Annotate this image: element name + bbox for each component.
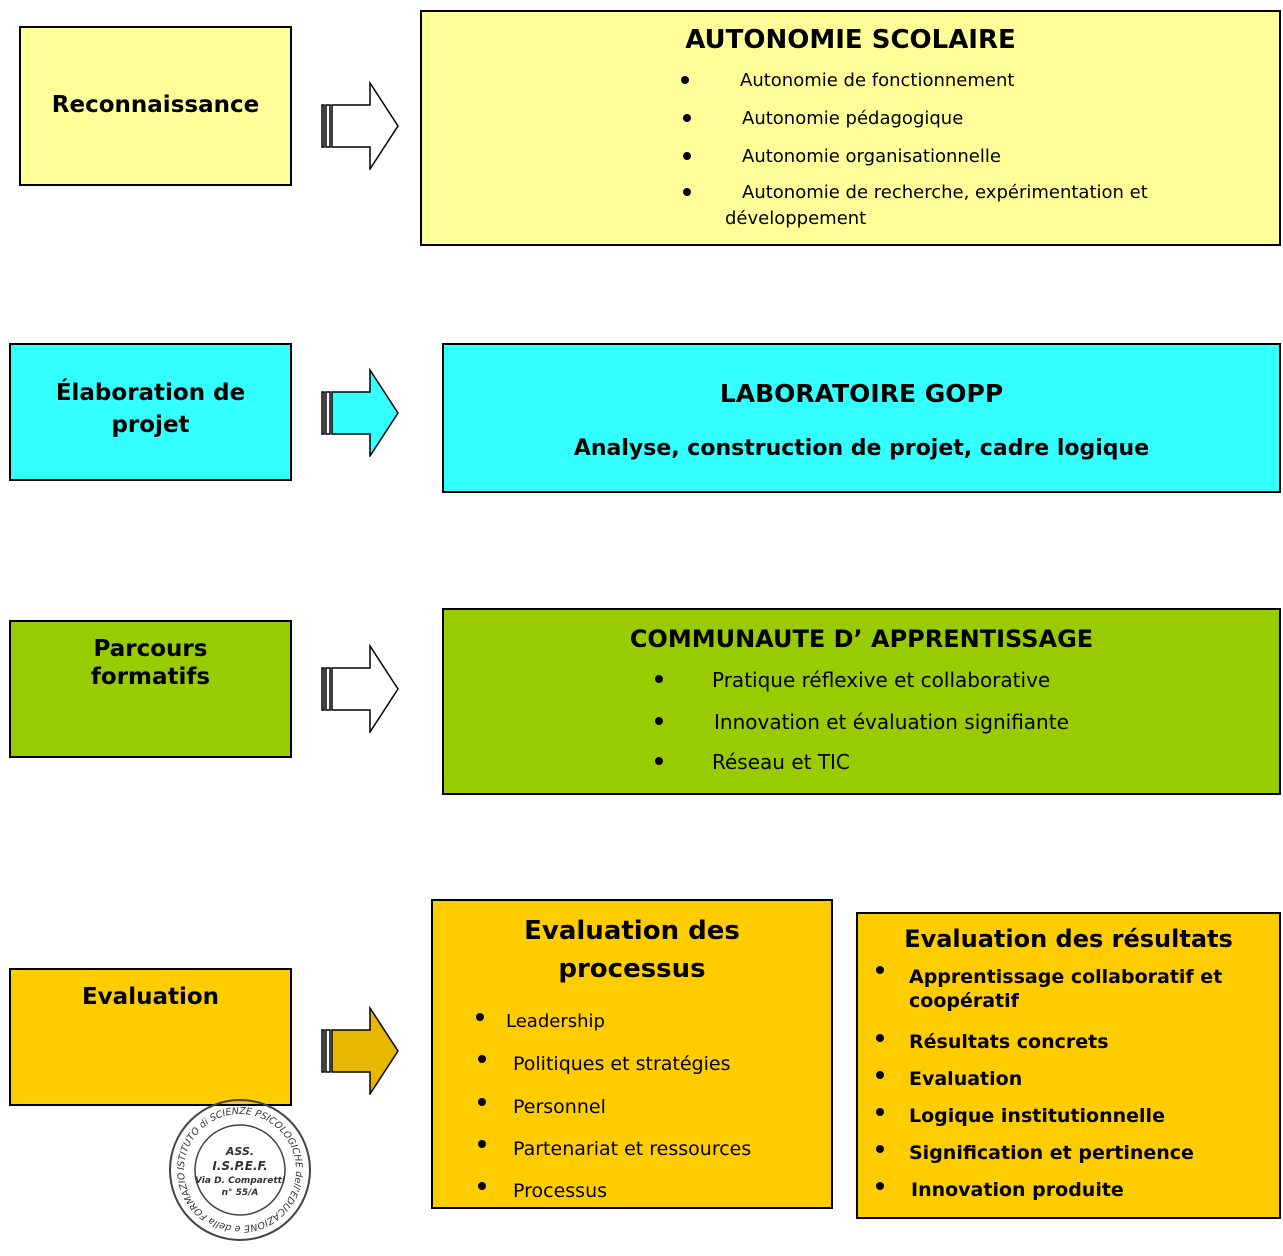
bullet-icon bbox=[655, 757, 663, 765]
left-box-parcours: Parcours formatifs bbox=[9, 620, 292, 758]
bullet-icon bbox=[876, 1145, 884, 1153]
left-box-evaluation: Evaluation bbox=[9, 968, 292, 1106]
left-box-label-line1: Parcours bbox=[93, 636, 208, 662]
left-box-reconnaissance: Reconnaissance bbox=[19, 26, 292, 186]
bullet-icon bbox=[683, 188, 691, 196]
ispef-stamp-seal: ISTITUTO di SCIENZE PSICOLOGICHE dell'ED… bbox=[165, 1095, 311, 1241]
box-title: COMMUNAUTE D’ APPRENTISSAGE bbox=[629, 625, 1094, 653]
bullet-icon bbox=[655, 675, 663, 683]
bullet-icon bbox=[876, 966, 884, 974]
right-arrow-icon bbox=[321, 80, 399, 170]
svg-text:Via D. Comparetti: Via D. Comparetti bbox=[195, 1176, 286, 1186]
evaluation-resultats-box: Evaluation des résultats Apprentissage c… bbox=[856, 912, 1281, 1219]
box-title: AUTONOMIE SCOLAIRE bbox=[685, 25, 1016, 55]
box-title: LABORATOIRE GOPP bbox=[719, 379, 1004, 408]
right-arrow-icon bbox=[321, 367, 399, 457]
evaluation-processus-box: Evaluation des processus Leadership Poli… bbox=[431, 899, 833, 1209]
left-box-label: Reconnaissance bbox=[51, 92, 260, 118]
left-box-label-line2: formatifs bbox=[90, 664, 211, 690]
communaute-apprentissage-box: COMMUNAUTE D’ APPRENTISSAGE Pratique réf… bbox=[442, 608, 1281, 795]
svg-text:n° 55/A: n° 55/A bbox=[222, 1188, 259, 1198]
bullet-icon bbox=[681, 76, 689, 84]
left-box-label-line2: projet bbox=[111, 412, 190, 438]
bullet-icon bbox=[478, 1182, 486, 1190]
right-arrow-icon bbox=[321, 643, 399, 733]
right-arrow-icon bbox=[321, 1005, 399, 1095]
bullet-icon bbox=[478, 1055, 486, 1063]
bullet-icon bbox=[478, 1140, 486, 1148]
laboratoire-gopp-box: LABORATOIRE GOPP Analyse, construction d… bbox=[442, 343, 1281, 493]
bullet-icon bbox=[476, 1013, 484, 1021]
svg-text:ASS.: ASS. bbox=[225, 1145, 254, 1158]
bullet-icon bbox=[683, 114, 691, 122]
bullet-icon bbox=[876, 1108, 884, 1116]
box-title-line1: Evaluation des bbox=[524, 916, 740, 946]
bullet-icon bbox=[655, 717, 663, 725]
box-subtitle: Analyse, construction de projet, cadre l… bbox=[573, 436, 1150, 461]
bullet-icon bbox=[876, 1182, 884, 1190]
left-box-label-line1: Élaboration de bbox=[55, 380, 246, 406]
left-box-elaboration: Élaboration de projet bbox=[9, 343, 292, 481]
autonomie-scolaire-box: AUTONOMIE SCOLAIRE Autonomie de fonction… bbox=[420, 10, 1281, 246]
bullet-icon bbox=[876, 1034, 884, 1042]
svg-text:I.S.P.E.F.: I.S.P.E.F. bbox=[212, 1159, 267, 1173]
box-title: Evaluation des résultats bbox=[904, 925, 1233, 953]
bullet-icon bbox=[478, 1098, 486, 1106]
box-title-line2: processus bbox=[558, 954, 706, 984]
left-box-label: Evaluation bbox=[81, 984, 220, 1010]
bullet-icon bbox=[683, 152, 691, 160]
bullet-icon bbox=[876, 1071, 884, 1079]
